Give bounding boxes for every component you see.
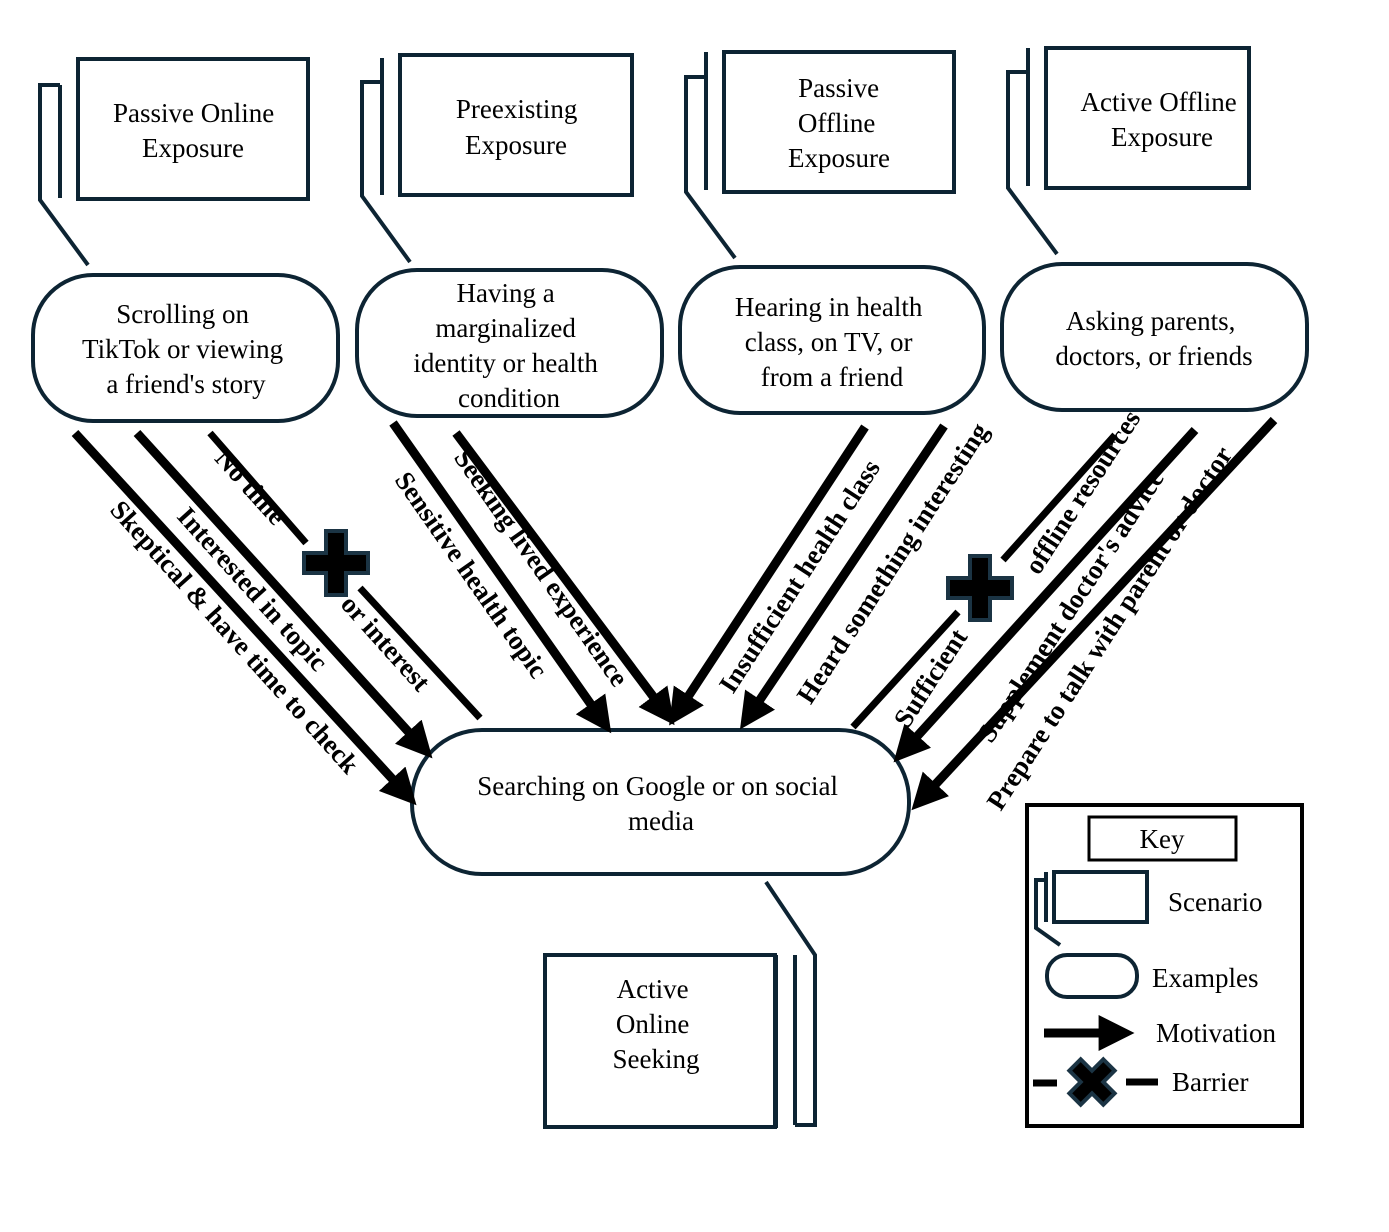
svg-text:Active Offline Exposure: Active Offline Exposure: [1081, 87, 1244, 152]
scenario-active-online: Active Online Seeking: [543, 880, 817, 1129]
scenario-title-line: Exposure: [465, 130, 567, 160]
barrier-label-or-interest: or interest: [335, 589, 436, 697]
example-scrolling: Scrolling on TikTok or viewing a friend'…: [31, 273, 340, 423]
svg-text:Passive Offline Ex: Passive Offline Exposure: [788, 73, 890, 173]
legend-title: Key: [1140, 824, 1185, 854]
scenario-active-offline: Active Offline Exposure: [1006, 46, 1251, 256]
example-text-line: Scrolling on: [116, 299, 249, 329]
example-text-line: doctors, or friends: [1055, 341, 1252, 371]
example-text-line: Asking parents,: [1066, 306, 1235, 336]
example-marginalized: Having a marginalized identity or health…: [355, 268, 664, 418]
motivation-arrow: [739, 423, 948, 730]
legend: Key Scenario Examples Motivation Barrier: [1025, 803, 1304, 1128]
example-text-line: class, on TV, or: [745, 327, 913, 357]
scenario-title-line: Exposure: [1111, 122, 1213, 152]
legend-scenario-label: Scenario: [1168, 887, 1262, 917]
svg-text:Active Online Seek: Active Online Seeking: [613, 974, 700, 1074]
legend-barrier-icon: [1033, 1056, 1158, 1108]
example-searching: Searching on Google or on social media: [410, 728, 911, 876]
scenario-title-line: Online: [616, 1009, 690, 1039]
example-text-line: Searching on Google or on social: [477, 771, 838, 801]
motivation-arrow: [133, 429, 433, 759]
svg-text:Scrolling on TikTok or v: Scrolling on TikTok or viewing a friend'…: [82, 299, 290, 399]
example-text-line: a friend's story: [106, 369, 266, 399]
motivation-label-insufficient: Insufficient health class: [713, 454, 886, 698]
scenario-title-line: Passive: [798, 73, 879, 103]
legend-barrier-label: Barrier: [1172, 1067, 1248, 1097]
example-text-line: identity or health: [413, 348, 598, 378]
example-text-line: Having a: [457, 278, 555, 308]
svg-text:Searching on Google or on soci: Searching on Google or on social media: [477, 771, 844, 836]
scenario-title-line: Seeking: [613, 1044, 700, 1074]
scenario-title-line: Offline: [798, 108, 875, 138]
example-hearing: Hearing in health class, on TV, or from …: [678, 265, 986, 415]
motivation-arrow: [71, 429, 417, 806]
scenario-title-line: Active Offline: [1081, 87, 1237, 117]
scenario-passive-offline: Passive Offline Exposure: [684, 50, 956, 260]
svg-text:Passive Online Exposure: Passive Online Exposure: [113, 98, 281, 163]
scenario-title-line: Exposure: [142, 133, 244, 163]
svg-text:Having a marginalized: Having a marginalized identity or health…: [413, 278, 604, 413]
legend-examples-label: Examples: [1152, 963, 1258, 993]
motivation-arrow: [669, 424, 869, 726]
example-text-line: TikTok or viewing: [82, 334, 283, 364]
svg-text:Preexisting Exposure: Preexisting Exposure: [456, 94, 584, 160]
example-text-line: condition: [458, 383, 560, 413]
scenario-title-line: Exposure: [788, 143, 890, 173]
example-text-line: Hearing in health: [735, 292, 923, 322]
scenario-title-line: Active: [617, 974, 689, 1004]
scenario-preexisting: Preexisting Exposure: [360, 53, 634, 264]
legend-scenario-icon: [1034, 870, 1149, 947]
barrier-no-time: [207, 430, 483, 721]
motivation-arrow: [911, 416, 1278, 811]
legend-examples-icon: [1045, 953, 1139, 999]
legend-motivation-label: Motivation: [1156, 1018, 1276, 1048]
motivation-arrow: [893, 426, 1199, 763]
motivation-arrow: [389, 420, 612, 734]
example-text-line: media: [628, 806, 694, 836]
example-asking: Asking parents, doctors, or friends: [1000, 262, 1309, 412]
svg-text:Asking parents, doctors,: Asking parents, doctors, or friends: [1055, 306, 1252, 371]
motivation-arrow: [452, 430, 675, 726]
barrier-sufficient-offline: [850, 432, 1118, 730]
example-text-line: from a friend: [761, 362, 904, 392]
scenario-passive-online: Passive Online Exposure: [38, 57, 310, 267]
scenario-title-line: Preexisting: [456, 94, 578, 124]
barrier-label-no-time: No time: [209, 443, 292, 531]
scenario-title-line: Passive Online: [113, 98, 274, 128]
example-text-line: marginalized: [435, 313, 576, 343]
svg-text:Hearing in health class,: Hearing in health class, on TV, or from …: [735, 292, 929, 392]
